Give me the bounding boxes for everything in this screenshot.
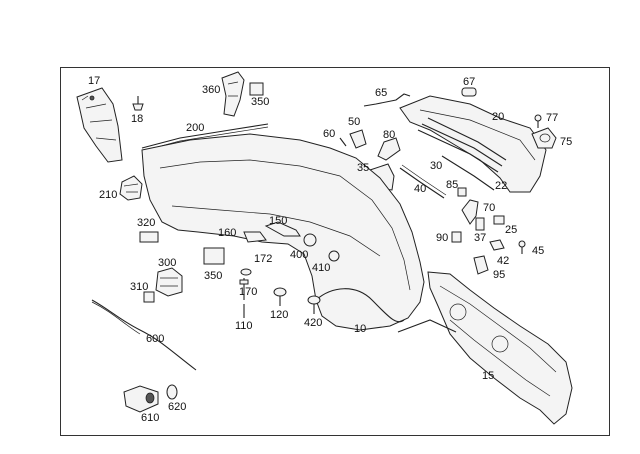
part-label-15: 15 (482, 370, 495, 382)
part-label-30: 30 (430, 160, 443, 172)
part-label-120: 120 (270, 309, 289, 321)
part-label-42: 42 (497, 255, 510, 267)
tip-75-drawing (531, 127, 557, 149)
part-label-18: 18 (131, 113, 144, 125)
part-label-70: 70 (483, 202, 496, 214)
clip-90-drawing (451, 231, 462, 243)
part-label-200: 200 (186, 122, 205, 134)
clip-25-drawing (493, 215, 505, 225)
part-label-320: 320 (137, 217, 156, 229)
part-label-170: 170 (239, 286, 258, 298)
bumper-15-drawing (427, 271, 573, 425)
clip-85-drawing (457, 187, 467, 197)
strip-40-drawing (399, 167, 445, 199)
clip-42-drawing (489, 239, 505, 251)
ring-620-drawing (166, 384, 178, 400)
trim-15-drawing (397, 319, 457, 333)
part-label-172: 172 (254, 253, 273, 265)
part-label-350-bottom: 350 (204, 270, 223, 282)
part-label-37: 37 (474, 232, 487, 244)
screw-77-drawing (534, 114, 542, 128)
part-label-45: 45 (532, 245, 545, 257)
sensor-320-drawing (139, 231, 159, 243)
part-label-410: 410 (312, 262, 331, 274)
pad-350b-drawing (203, 247, 225, 265)
part-label-65: 65 (375, 87, 388, 99)
part-label-80: 80 (383, 129, 396, 141)
bracket-360-drawing (221, 71, 245, 117)
part-label-210: 210 (99, 189, 118, 201)
diffuser-20-drawing (399, 95, 547, 193)
clip-37-drawing (475, 217, 485, 231)
reflector-80-drawing (377, 137, 401, 161)
bracket-95-drawing (473, 255, 489, 275)
clip-18-drawing (132, 96, 144, 111)
bracket-160-drawing (243, 231, 267, 243)
part-label-75: 75 (560, 136, 573, 148)
strip-200-drawing (141, 123, 269, 149)
part-label-22: 22 (495, 180, 508, 192)
bracket-210-drawing (119, 175, 143, 201)
part-label-360: 360 (202, 84, 221, 96)
strip-30-drawing (417, 117, 507, 173)
part-label-20: 20 (492, 111, 505, 123)
part-label-90: 90 (436, 232, 449, 244)
part-label-310: 310 (130, 281, 149, 293)
part-label-160: 160 (218, 227, 237, 239)
part-label-600: 600 (146, 333, 165, 345)
bracket-300-drawing (155, 267, 183, 297)
reflector-70-drawing (461, 199, 479, 225)
strip-22-drawing (441, 155, 495, 191)
sensor-610-drawing (123, 385, 159, 413)
nut-410-drawing (328, 250, 340, 262)
part-label-50: 50 (348, 116, 361, 128)
part-label-400: 400 (290, 249, 309, 261)
part-label-10: 10 (354, 323, 367, 335)
screw-170-drawing (239, 278, 249, 300)
part-label-420: 420 (304, 317, 323, 329)
bracket-150-drawing (264, 221, 301, 237)
part-label-610: 610 (141, 412, 160, 424)
washer-172-drawing (240, 268, 252, 276)
part-label-77: 77 (546, 112, 559, 124)
part-label-350-top: 350 (251, 96, 270, 108)
screw-60-drawing (339, 137, 347, 147)
part-label-40: 40 (414, 183, 427, 195)
part-label-60: 60 (323, 128, 336, 140)
part-label-150: 150 (269, 215, 288, 227)
bracket-17-drawing (76, 87, 123, 163)
part-label-17: 17 (88, 75, 101, 87)
part-label-300: 300 (158, 257, 177, 269)
part-label-35: 35 (357, 162, 370, 174)
cap-67-drawing (461, 87, 477, 97)
harness-600-drawing (91, 299, 197, 371)
part-label-85: 85 (446, 179, 459, 191)
mount-420-drawing (307, 295, 321, 314)
part-label-67: 67 (463, 76, 476, 88)
part-label-620: 620 (168, 401, 187, 413)
part-label-95: 95 (493, 269, 506, 281)
diagram-frame (60, 67, 610, 436)
bracket-65-drawing (363, 93, 411, 107)
part-label-110: 110 (235, 320, 253, 332)
part-label-25: 25 (505, 224, 518, 236)
disc-400-drawing (303, 233, 317, 247)
bracket-50-drawing (349, 129, 367, 149)
clip-310-drawing (143, 291, 155, 303)
bolt-120-drawing (273, 287, 287, 306)
screw-45-drawing (518, 240, 526, 254)
pad-350-drawing (249, 82, 264, 96)
